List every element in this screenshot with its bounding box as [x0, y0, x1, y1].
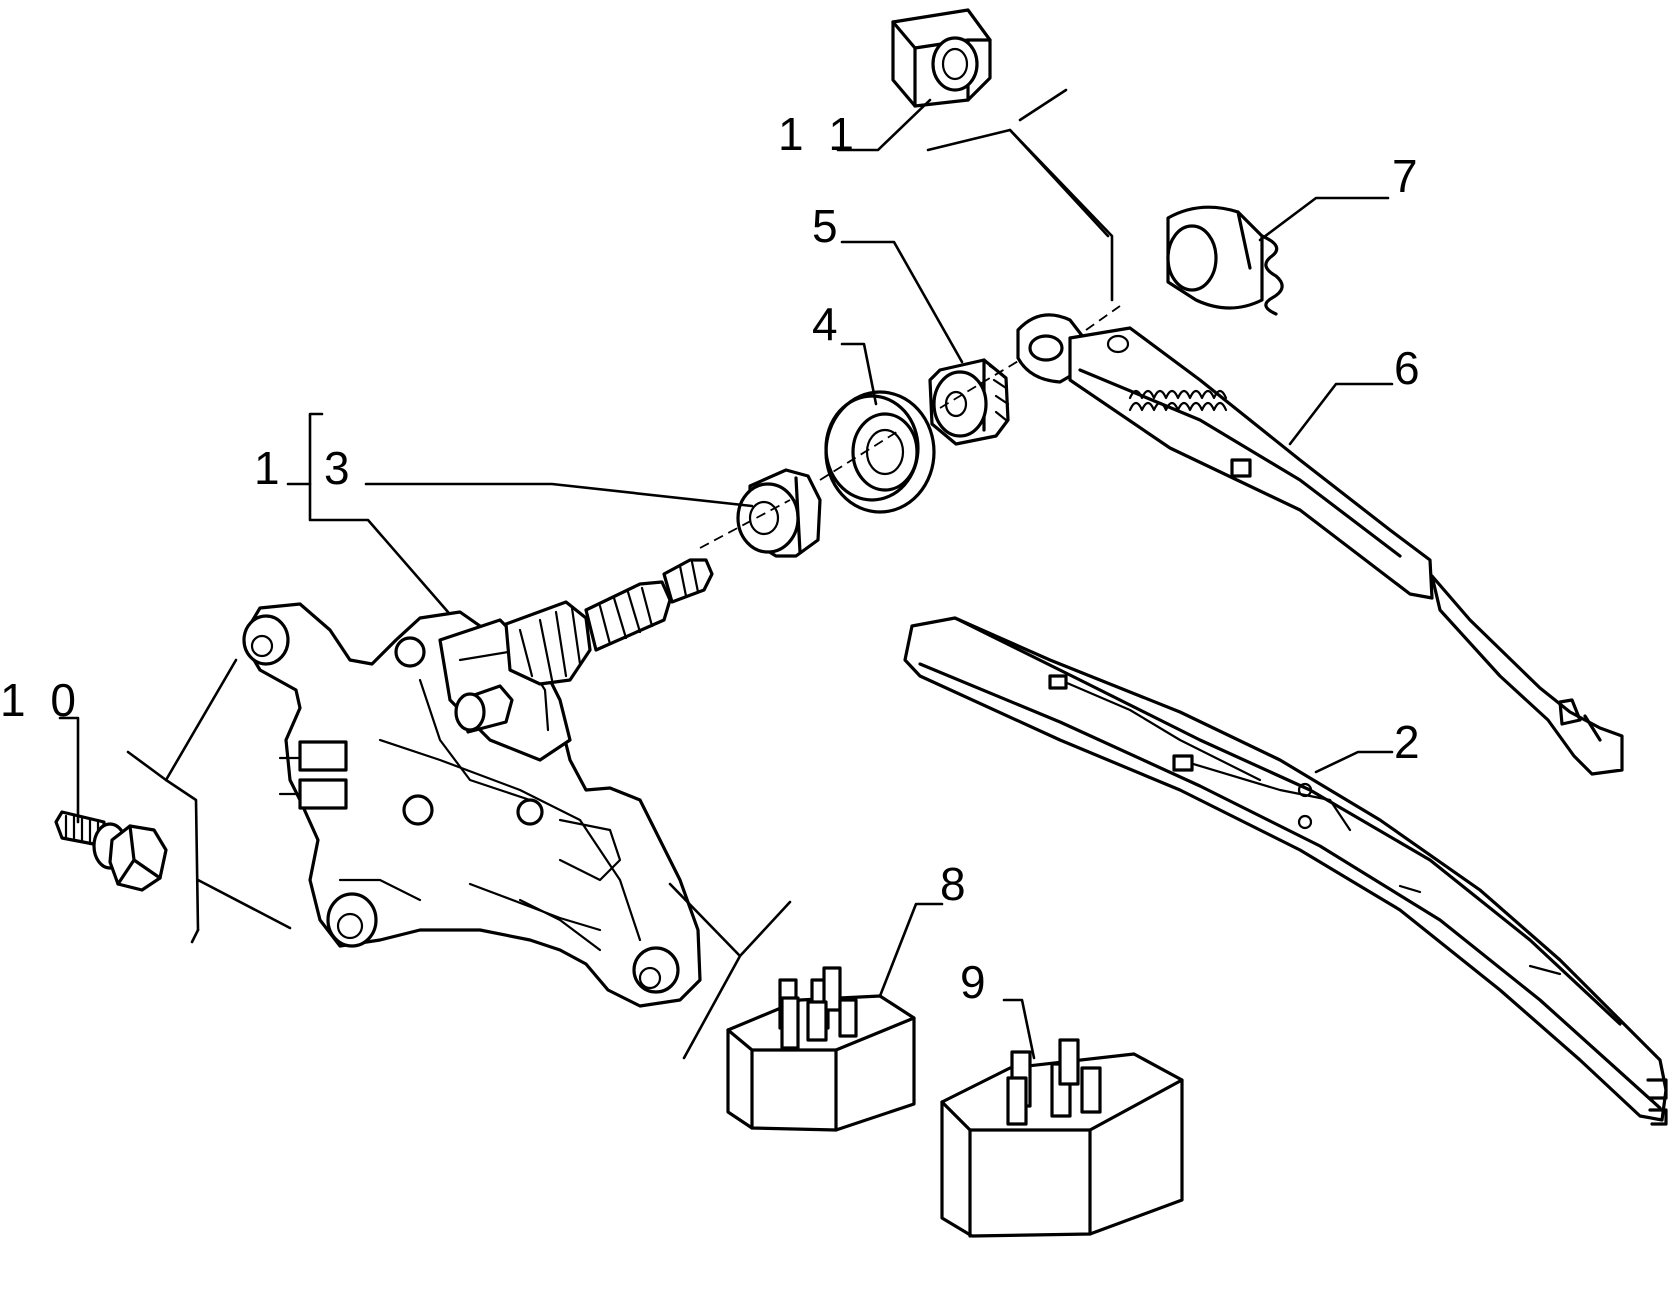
callout-2: 2	[1394, 716, 1426, 768]
part-relay-9	[940, 1038, 1184, 1238]
part-bushing	[928, 358, 1010, 446]
part-wiper-blade	[903, 616, 1668, 1126]
callout-3: 3	[324, 442, 356, 494]
part-relay-8	[726, 966, 916, 1132]
callout-leaders	[58, 98, 1394, 1060]
callout-9: 9	[960, 956, 992, 1008]
part-wiper-arm	[1016, 313, 1624, 776]
callout-labels: 1 1 7 5 4 1 3 6 2 8 9 1 0	[0, 108, 1426, 1008]
callout-7: 7	[1392, 150, 1424, 202]
part-washer-seal	[824, 390, 936, 514]
callout-6: 6	[1394, 342, 1426, 394]
assembly-axes	[126, 88, 1121, 1060]
part-wiper-motor	[242, 558, 714, 1008]
part-bolt	[54, 810, 168, 892]
part-grommet	[736, 468, 822, 558]
callout-5: 5	[812, 200, 844, 252]
callout-1: 1	[254, 442, 286, 494]
callout-4: 4	[812, 298, 844, 350]
callout-11: 1 1	[778, 108, 860, 160]
part-clip	[1166, 205, 1284, 316]
callout-10: 1 0	[0, 674, 82, 726]
part-nut	[891, 8, 992, 108]
callout-8: 8	[940, 858, 972, 910]
